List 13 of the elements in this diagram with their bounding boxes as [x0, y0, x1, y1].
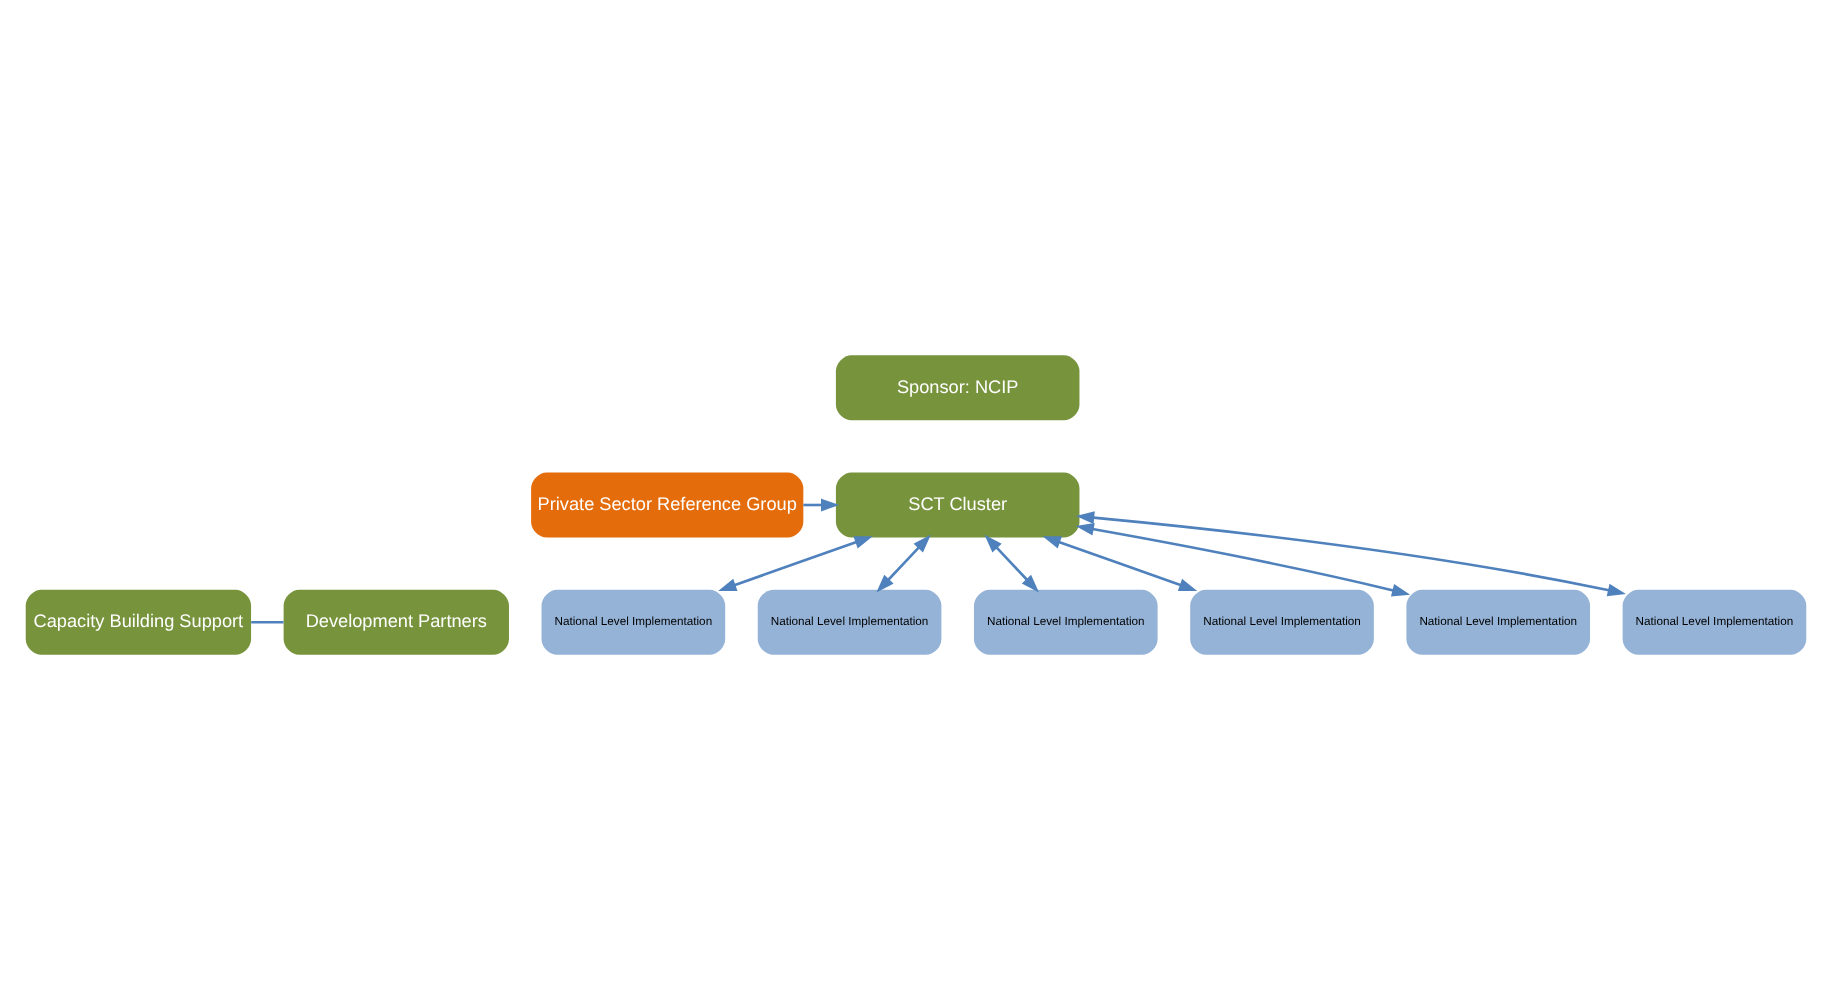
node-box: Sponsor: NCIP [835, 354, 1080, 420]
arrow [803, 497, 840, 511]
arrow [876, 533, 931, 592]
arrow [718, 535, 873, 590]
node-box: SCT Cluster [835, 471, 1080, 537]
node-box: Development Partners [283, 588, 509, 654]
node-box: Capacity Building Support [25, 588, 252, 654]
arrow [1042, 535, 1198, 590]
connector [251, 619, 284, 623]
arrow [1075, 521, 1411, 596]
arrow [1076, 510, 1626, 596]
arrow [984, 533, 1039, 592]
node-box: Private Sector Reference Group [531, 471, 804, 537]
